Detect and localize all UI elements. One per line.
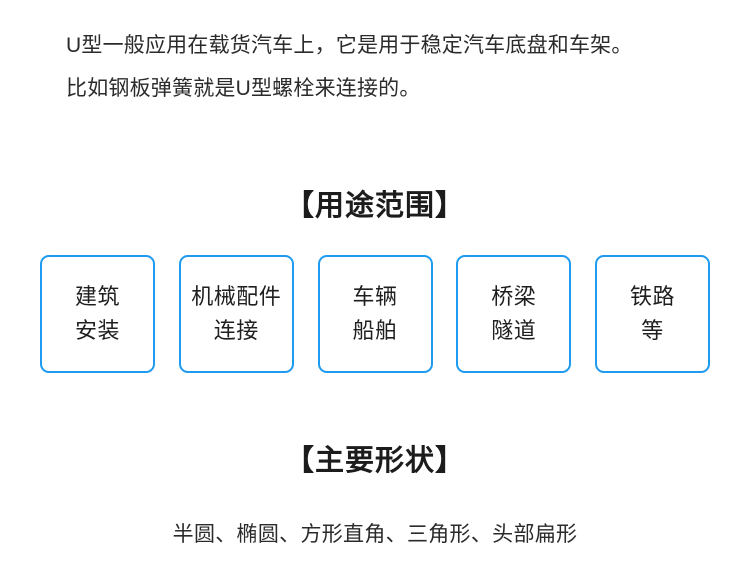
usage-box-vehicles-ships-line-2: 船舶 <box>352 318 398 343</box>
main-shapes-list: 半圆、椭圆、方形直角、三角形、头部扁形 <box>172 523 578 546</box>
usage-box-bridges-tunnels-line-2: 隧道 <box>491 318 537 343</box>
usage-box-row: 建筑 安装 机械配件 连接 车辆 船舶 桥梁 隧道 铁路 等 <box>40 255 710 373</box>
usage-box-machinery: 机械配件 连接 <box>178 255 294 373</box>
usage-box-bridges-tunnels-line-1: 桥梁 <box>491 284 537 309</box>
usage-box-railway: 铁路 等 <box>595 255 710 373</box>
usage-box-construction-line-2: 安装 <box>74 318 120 343</box>
intro-line-1: U型一般应用在载货汽车上，它是用于稳定汽车底盘和车架。 <box>66 34 633 57</box>
usage-box-railway-line-2: 等 <box>641 318 664 343</box>
usage-box-construction-line-1: 建筑 <box>74 284 120 309</box>
intro-paragraph: U型一般应用在载货汽车上，它是用于稳定汽车底盘和车架。 比如钢板弹簧就是U型螺栓… <box>66 24 706 110</box>
usage-box-bridges-tunnels: 桥梁 隧道 <box>456 255 572 373</box>
usage-box-construction: 建筑 安装 <box>40 255 155 373</box>
usage-box-machinery-line-1: 机械配件 <box>191 284 282 309</box>
usage-scope-heading: 【用途范围】 <box>284 190 465 222</box>
main-shapes-heading: 【主要形状】 <box>284 445 465 477</box>
usage-box-vehicles-ships-line-1: 车辆 <box>352 284 398 309</box>
intro-line-2: 比如钢板弹簧就是U型螺栓来连接的。 <box>66 77 421 100</box>
usage-box-machinery-line-2: 连接 <box>213 318 259 343</box>
usage-box-vehicles-ships: 车辆 船舶 <box>317 255 433 373</box>
usage-box-railway-line-1: 铁路 <box>629 284 675 309</box>
